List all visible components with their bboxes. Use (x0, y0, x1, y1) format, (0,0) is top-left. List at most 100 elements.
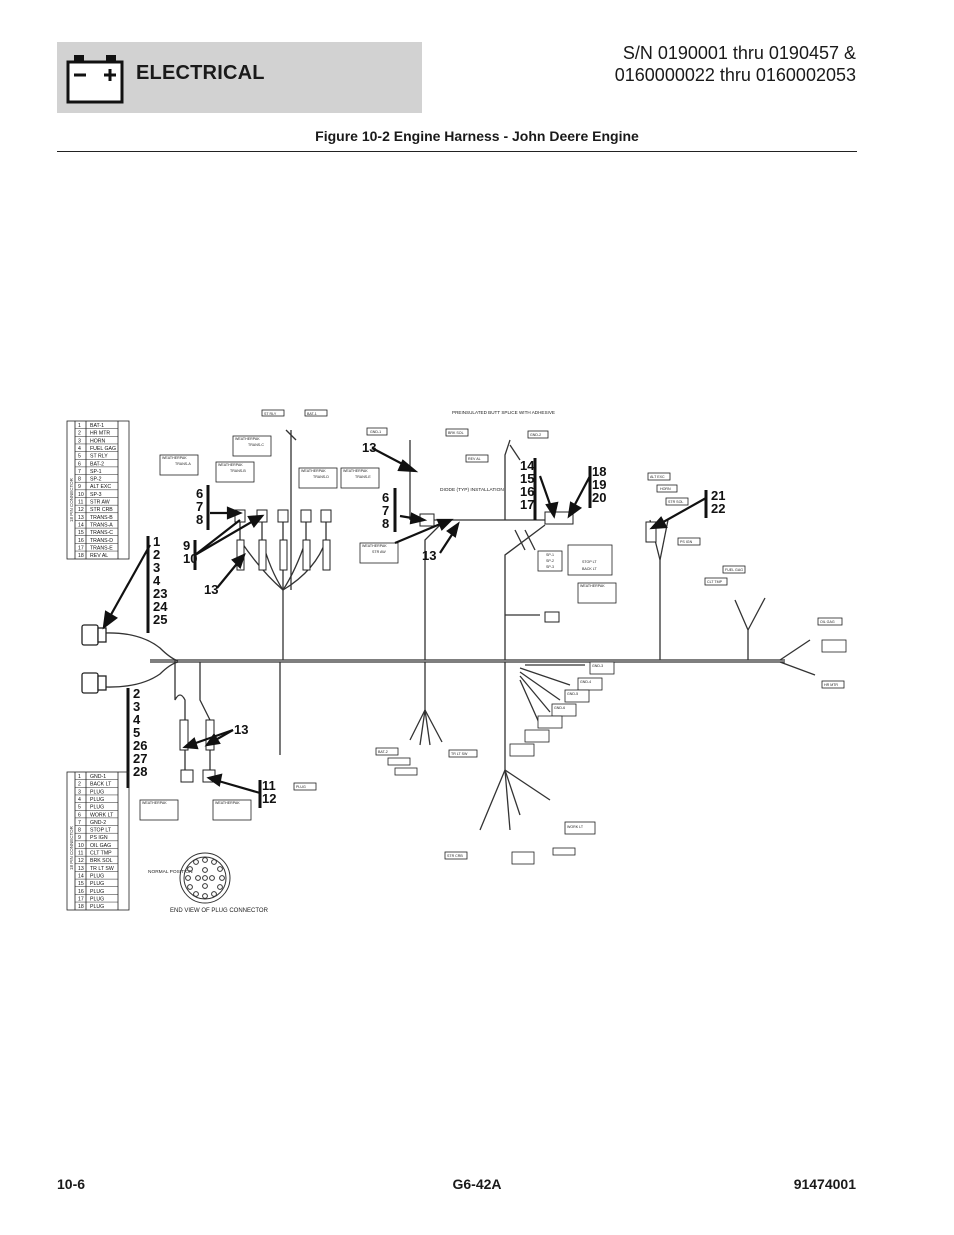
branch-14-17 (504, 524, 546, 660)
pin-number: 14 (78, 873, 84, 879)
pin-circuit: TRANS-C (90, 530, 113, 536)
callout-number: 8 (382, 516, 389, 531)
pin-number: 8 (78, 477, 81, 483)
label-weatherpak-5: WEATHERPAK (343, 469, 368, 473)
callout-number: 27 (133, 751, 147, 766)
pin-number: 8 (78, 828, 81, 834)
pin-circuit: GND-1 (90, 774, 106, 780)
weatherpak-connectors (179, 509, 657, 783)
callout-number: 21 (711, 488, 725, 503)
callout-number: 22 (711, 501, 725, 516)
pin-number: 4 (78, 446, 81, 452)
pin-circuit: SP-2 (90, 477, 102, 483)
branch-lower-connector (104, 661, 179, 688)
pin-circuit: PLUG (90, 789, 104, 795)
battery-icon (66, 55, 124, 104)
callout-number: 5 (133, 725, 140, 740)
pin-circuit: OIL GAG (90, 843, 111, 849)
label-gnd-6: GND-6 (554, 706, 565, 710)
callout-number: 23 (153, 586, 167, 601)
label-sp-3: SP-3 (546, 565, 554, 569)
pin-circuit: PLUG (90, 797, 104, 803)
callout-number: 13 (422, 548, 436, 563)
label-sp-1: SP-1 (546, 553, 554, 557)
callout-number: 13 (362, 440, 376, 455)
callout-number: 13 (204, 582, 218, 597)
label-sp-2: SP-2 (546, 559, 554, 563)
callout-number: 6 (382, 490, 389, 505)
label-str-crb: STR CRB (447, 854, 463, 858)
pin-circuit: HORN (90, 438, 106, 444)
label-trans-a: TRANS-A (175, 462, 191, 466)
pin-circuit: PLUG (90, 889, 104, 895)
label-alt-exc: ALT EXC (650, 475, 665, 479)
pin-number: 2 (78, 782, 81, 788)
callout-number: 17 (520, 497, 534, 512)
label-gnd-1: GND-1 (370, 430, 381, 434)
note-butt-splice: PREINSULATED BUTT SPLICE WITH ADHESIVE (452, 410, 555, 415)
table-upper-title: 18 PIN CONNECTOR (69, 477, 74, 522)
callout-number: 13 (234, 722, 248, 737)
pin-circuit: STOP LT (90, 828, 112, 834)
callout-number: 15 (520, 471, 534, 486)
pin-circuit: PLUG (90, 873, 104, 879)
callout-number: 9 (183, 538, 190, 553)
pin-number: 9 (78, 484, 81, 490)
pin-circuit: WORK LT (90, 812, 114, 818)
callout-number: 4 (133, 712, 141, 727)
label-oil-gag: OIL GAG (820, 620, 835, 624)
callout-number: 24 (153, 599, 168, 614)
pin-circuit: CLT TMP (90, 851, 112, 857)
branch-upper-connector (104, 632, 179, 662)
label-trans-b: TRANS-B (230, 469, 246, 473)
note-diode: DIODE (TYP) INSTALLATION (440, 487, 504, 493)
pin-circuit: PLUG (90, 805, 104, 811)
pin-circuit: TRANS-D (90, 538, 113, 544)
pin-number: 18 (78, 904, 84, 910)
label-gnd-3: GND-3 (592, 664, 603, 668)
label-weatherpak-2: WEATHERPAK (218, 463, 243, 467)
pin-circuit: STR CRB (90, 507, 113, 513)
pin-number: 2 (78, 431, 81, 437)
pin-number: 13 (78, 866, 84, 872)
pin-number: 13 (78, 515, 84, 521)
pin-number: 9 (78, 835, 81, 841)
table-lower-title: 18 PIN CONNECTOR (69, 825, 74, 870)
pin-number: 16 (78, 889, 84, 895)
pin-circuit: FUEL GAG (90, 446, 116, 452)
harness-wires (104, 429, 816, 831)
pin-circuit: PLUG (90, 881, 104, 887)
plug-end-view (179, 852, 231, 904)
pin-number: 17 (78, 545, 84, 551)
callout-number: 10 (183, 551, 197, 566)
label-tr-lt-sw: TR LT SW (451, 752, 468, 756)
callout-number: 7 (196, 499, 203, 514)
pin-number: 6 (78, 461, 81, 467)
pin-circuit: BAT-2 (90, 461, 104, 467)
page-number: 10-6 (57, 1176, 86, 1192)
pin-number: 5 (78, 454, 81, 460)
model-number: G6-42A (452, 1176, 502, 1192)
label-weatherpak-7: WEATHERPAK (580, 584, 605, 588)
pin-number: 1 (78, 423, 81, 429)
callout-number: 12 (262, 791, 276, 806)
callout-number: 14 (520, 458, 535, 473)
pin-circuit: SP-3 (90, 492, 102, 498)
pin-circuit: BAT-1 (90, 423, 104, 429)
pin-number: 11 (78, 500, 83, 506)
pin-number: 1 (78, 774, 81, 780)
callout-number: 3 (133, 699, 140, 714)
pin-circuit: TR LT SW (90, 866, 114, 872)
callout-arrows (102, 447, 707, 795)
pin-number: 7 (78, 469, 81, 475)
pin-circuit: TRANS-E (90, 545, 113, 551)
label-stop-lt: STOP LT (582, 560, 597, 564)
branch-lower-left (174, 660, 186, 770)
callout-numbers: 1234232425234526272867891013136781314151… (133, 440, 725, 806)
pin-circuit: PLUG (90, 896, 104, 902)
label-weatherpak-1: WEATHERPAK (162, 456, 187, 460)
callout-number: 18 (592, 464, 606, 479)
pin-circuit: PS IGN (90, 835, 108, 841)
pin-number: 18 (78, 553, 84, 559)
